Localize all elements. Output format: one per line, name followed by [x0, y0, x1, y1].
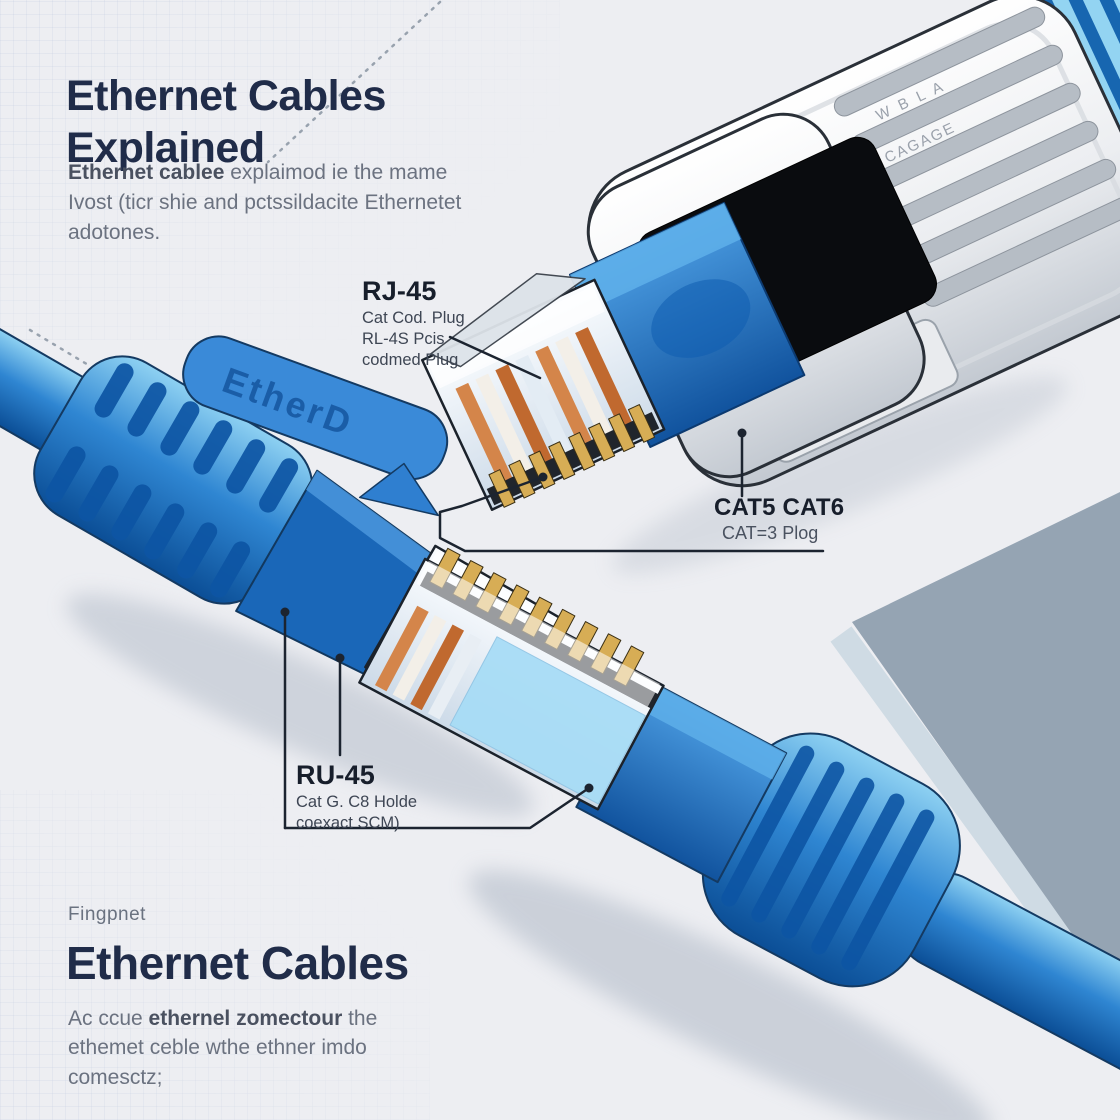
- intro-line1: Ethernet cablee explaimod ie the mame: [68, 158, 488, 188]
- callout-lines: [280, 335, 825, 830]
- adapter-and-center-plug: W B L A CAGAGE NI MAREVIW GCIA GEMS: [421, 0, 1120, 511]
- footer-line3: comesctz;: [68, 1065, 163, 1089]
- dotted-guides: [28, 0, 442, 368]
- wires: [455, 327, 634, 487]
- page-title: Ethernet Cables Explained: [66, 70, 526, 175]
- intro-paragraph: Ethernet cablee explaimod ie the mame Iv…: [68, 158, 488, 247]
- label-rj45-top: RJ-45 Cat Cod. Plug RL-4S Pcis codmed Pl…: [362, 276, 532, 370]
- callout-dots: [280, 428, 747, 793]
- label-rj45-bottom: RU-45 Cat G. C8 Holde coexact SCM): [296, 760, 476, 833]
- footer-eyebrow: Fingpnet: [68, 904, 146, 925]
- footer-line1-b: ethernel zomectour: [148, 1007, 343, 1030]
- shadows: [66, 376, 1068, 1120]
- label-cat5-subtitle: CAT=3 Plog: [722, 523, 819, 543]
- intro-lead: Ethernet cablee: [68, 161, 225, 184]
- intro-line3: adotones.: [68, 220, 161, 244]
- wires: [374, 605, 482, 720]
- label-rj45-bottom-line2: coexact SCM): [296, 814, 400, 833]
- gold-pins: [488, 404, 656, 508]
- intro-line2: Ivost (ticr shie and pctssildacite Ether…: [68, 190, 462, 214]
- label-rj45-top-line2: RL-4S Pcis: [362, 330, 445, 349]
- label-cat5-title: CAT5 CAT6: [714, 494, 845, 521]
- page-title-line1: Ethernet Cables: [66, 72, 386, 120]
- footer-paragraph: Ac ccue ethernel zomectour the ethemet c…: [68, 1004, 498, 1092]
- footer-line1-c: the: [342, 1007, 378, 1030]
- label-rj45-bottom-line1: Cat G. C8 Holde: [296, 793, 418, 811]
- footer-line1-a: Ac ccue: [68, 1007, 149, 1030]
- label-rj45-bottom-title: RU-45: [296, 760, 376, 790]
- bottom-connector: [358, 547, 1120, 1076]
- label-cat5-cat6: CAT5 CAT6 CAT=3 Plog: [714, 494, 894, 545]
- plug-latch-strip: [429, 273, 586, 368]
- adapter-grooves: [833, 6, 1120, 307]
- footer-line2: ethemet ceble wthe ethner imdo: [68, 1036, 367, 1060]
- page-title-line2: Explained: [66, 124, 265, 173]
- label-rj45-top-title: RJ-45: [362, 276, 437, 306]
- footer-title: Ethernet Cables: [66, 937, 409, 989]
- label-rj45-top-line3: codmed Plug: [362, 351, 459, 370]
- center-plug: [421, 201, 806, 511]
- footer-line1: Ac ccue ethernel zomectour the: [68, 1004, 498, 1033]
- intro-line1-rest: explaimod ie the mame: [224, 161, 448, 184]
- label-rj45-top-line1: Cat Cod. Plug: [362, 309, 465, 327]
